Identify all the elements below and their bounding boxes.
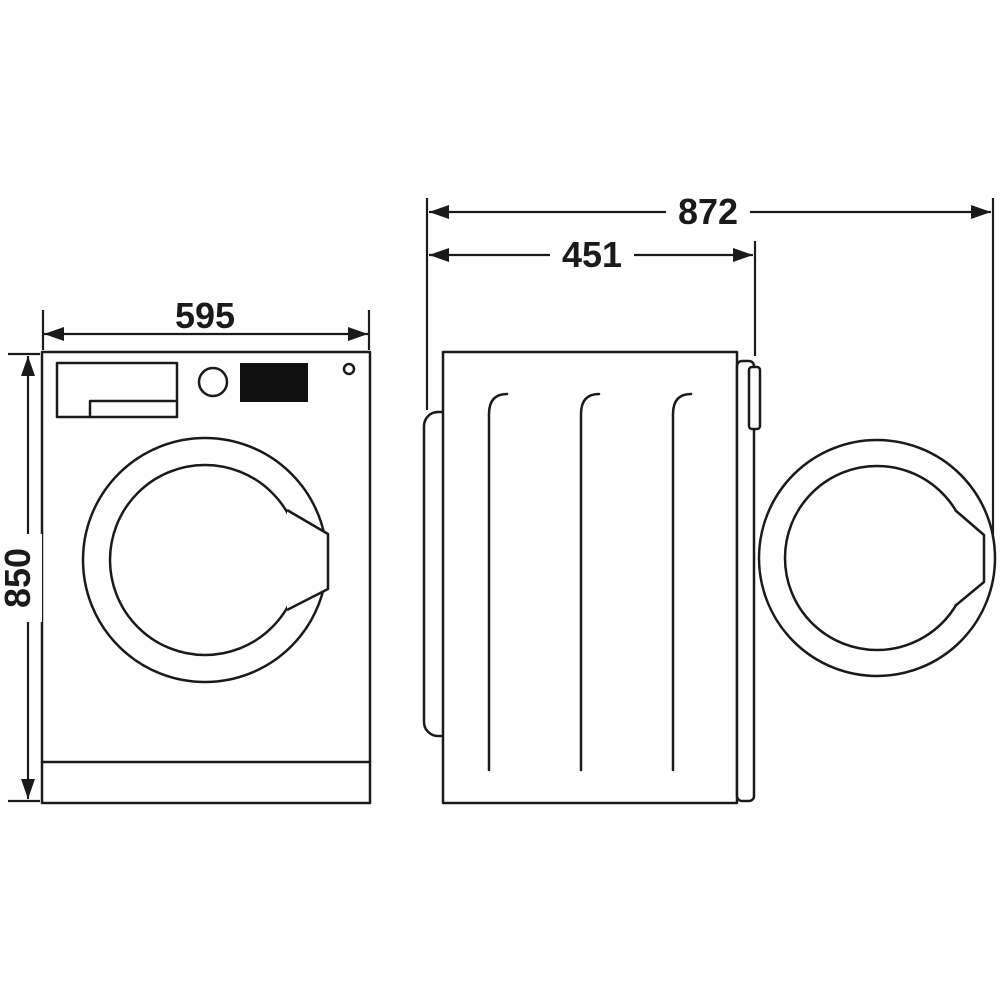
side-panel-groove-2 [579,392,601,772]
dim-depth-total-label: 872 [678,191,738,232]
arrowhead-left-icon [44,327,64,341]
arrowhead-right-icon [348,327,368,341]
open-door-inner-ring [783,464,971,652]
side-panel-groove-1 [487,392,509,772]
side-front-panel [735,359,756,803]
arrowhead-down-icon [21,779,35,799]
side-view [422,350,997,805]
arrowhead-left-icon [429,205,449,219]
door-handle [286,508,330,612]
dim-width-label: 595 [175,295,235,336]
display-screen [240,363,308,402]
side-hinge-tab [747,365,762,431]
arrowhead-right-icon [971,205,991,219]
dim-depth-body-label: 451 [562,234,622,275]
side-panel-groove-3 [671,392,693,772]
power-indicator-icon [342,362,356,376]
arrowhead-right-icon [733,248,753,262]
front-view [40,350,372,805]
dim-height-label-gap [2,534,42,622]
arrowhead-up-icon [21,356,35,376]
open-door-handle [954,509,986,607]
door-inner-ring [108,463,302,657]
detergent-drawer [55,361,179,419]
program-knob [197,366,229,398]
dim-depth-total: 872 [425,190,995,538]
dim-depth-body-label-gap [550,233,634,275]
arrowhead-left-icon [429,248,449,262]
dim-width: 595 [41,295,371,350]
drawer-handle-line [88,399,177,419]
dim-depth-body: 451 [429,233,757,356]
dim-height-label: 850 [0,548,38,608]
dim-height: 850 [0,352,42,803]
side-body-outline [441,350,739,805]
dim-depth-total-label-gap [666,190,750,232]
